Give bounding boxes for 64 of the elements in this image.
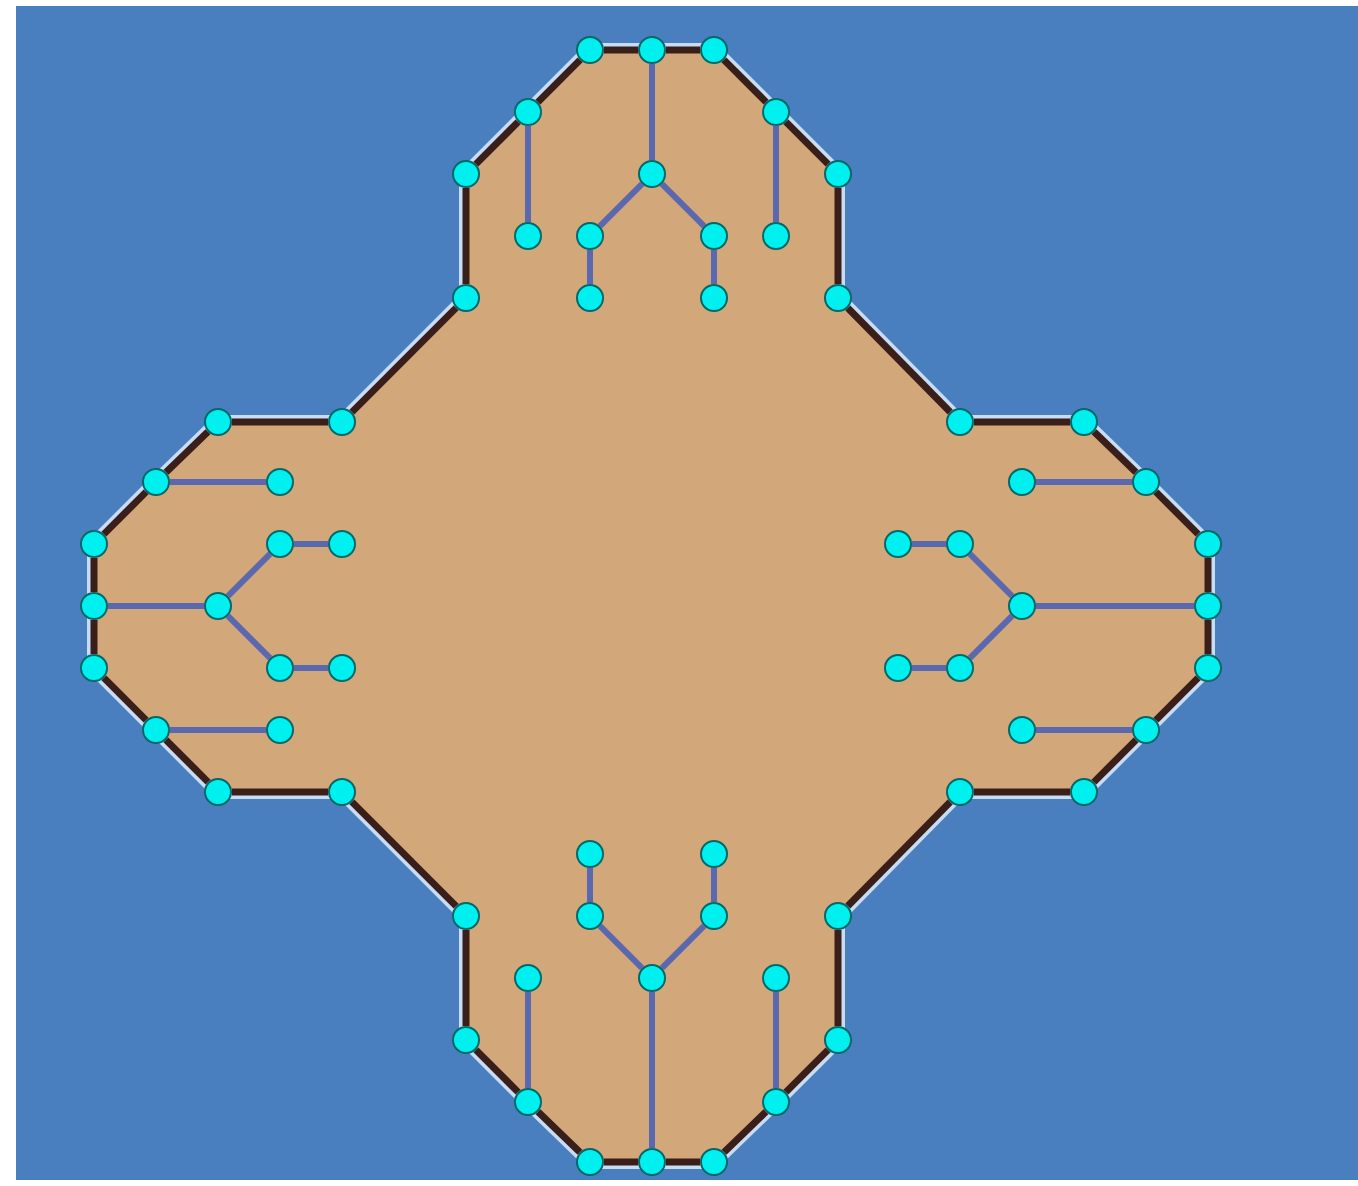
boundary-line [845, 799, 953, 909]
path-line [587, 868, 593, 902]
path-line [967, 613, 1015, 661]
boundary-line [845, 305, 953, 415]
path-line [711, 250, 717, 284]
boundary-line [163, 429, 211, 475]
path-line [597, 181, 645, 229]
path-line [912, 665, 946, 671]
boundary-line [535, 57, 583, 105]
boundary-line [1204, 620, 1212, 654]
boundary-line [90, 620, 98, 654]
boundary-line [349, 305, 459, 415]
path-line [170, 727, 266, 733]
boundary-line [232, 418, 328, 426]
boundary-line [783, 1047, 831, 1095]
path-line [711, 868, 717, 902]
path-line [225, 551, 273, 599]
path-line [294, 665, 328, 671]
boundary-line [666, 46, 700, 54]
boundary-line [1091, 429, 1139, 475]
boundary-line [101, 489, 149, 537]
boundary-line [834, 930, 842, 1026]
path-line [659, 181, 707, 229]
boundary-line [721, 57, 769, 105]
boundary-line [1153, 675, 1201, 723]
path-line [912, 541, 946, 547]
path-line [649, 64, 655, 160]
boundary-line [473, 1047, 521, 1095]
path-line [525, 126, 531, 222]
boundary-line [349, 799, 459, 909]
path-line [659, 923, 707, 971]
boundary-line [232, 788, 328, 796]
boundary-line [834, 188, 842, 284]
boundary-line [1204, 558, 1212, 592]
boundary-line [974, 418, 1070, 426]
boundary-line [101, 675, 149, 723]
boundary-line [721, 1109, 769, 1155]
path-line [1036, 603, 1194, 609]
path-line [225, 613, 273, 661]
boundary-line [163, 737, 211, 785]
path-line [294, 541, 328, 547]
path-line [525, 992, 531, 1088]
path-line [773, 992, 779, 1088]
path-line [1036, 727, 1132, 733]
path-line [587, 250, 593, 284]
path-line [108, 603, 204, 609]
boundary-line [462, 188, 470, 284]
path-line [1036, 479, 1132, 485]
boundary-line [90, 558, 98, 592]
path-line [967, 551, 1015, 599]
boundary-line [473, 119, 521, 167]
boundary-line [666, 1158, 700, 1166]
boundary-line [604, 1158, 638, 1166]
boundary-line [1153, 489, 1201, 537]
path-line [170, 479, 266, 485]
boundary-line [783, 119, 831, 167]
path-line [773, 126, 779, 222]
boundary-line [1091, 737, 1139, 785]
path-line [649, 992, 655, 1148]
boundary-line [462, 930, 470, 1026]
boundary-line [535, 1109, 583, 1155]
boundary-line [974, 788, 1070, 796]
path-line [597, 923, 645, 971]
boundary-line [604, 46, 638, 54]
